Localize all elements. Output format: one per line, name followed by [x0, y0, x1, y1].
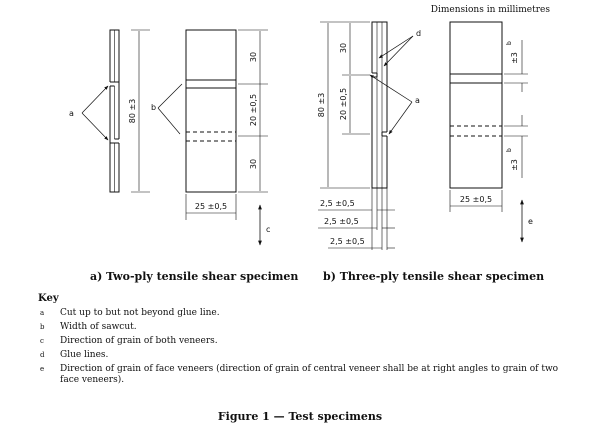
key-letter: c [40, 337, 44, 345]
key-text: Glue lines. [60, 350, 109, 360]
ref-e-label: e [528, 217, 533, 226]
width-a: 25 ±0,5 [195, 202, 227, 211]
ref-c-label: c [266, 225, 270, 234]
key-text: Cut up to but not beyond glue line. [60, 308, 220, 318]
dim-total-a [131, 29, 150, 193]
len-bottom-a: 30 [249, 159, 258, 169]
key-item: c Direction of grain of both veneers. [38, 336, 568, 347]
leader-a [81, 85, 109, 141]
units-note: Dimensions in millimetres [431, 5, 551, 15]
sawcut-bottom-label: ±3 [510, 159, 519, 171]
figure-title: Figure 1 — Test specimens [217, 410, 383, 423]
leader-b [157, 107, 181, 135]
ply1-label: 2,5 ±0,5 [320, 199, 355, 208]
ref-a-label-b: a [415, 96, 420, 105]
sawcut-top-label: ±3 [510, 52, 519, 64]
ref-a-label: a [69, 109, 74, 118]
key-item: b Width of sawcut. [38, 322, 568, 333]
sawcut-top-ref: b [506, 41, 513, 45]
drawing-two-ply [81, 29, 268, 246]
dim-inner-b [342, 23, 370, 135]
side-view-a [106, 29, 120, 193]
width-b: 25 ±0,5 [460, 195, 492, 204]
key-item: d Glue lines. [38, 350, 568, 361]
caption-three-ply: b) Three-ply tensile shear specimen [323, 270, 545, 283]
key-legend: Key a Cut up to but not beyond glue line… [38, 293, 568, 389]
key-letter: e [40, 365, 45, 373]
dim-total-b [320, 21, 370, 189]
side-view-b [370, 21, 389, 189]
drawing-three-ply [318, 21, 528, 250]
ref-b-label-a: b [151, 103, 156, 112]
dim-sawcut-b [504, 40, 528, 178]
dim-ply-b [318, 188, 395, 250]
leader-a-b [369, 74, 413, 135]
key-item: a Cut up to but not beyond glue line. [38, 308, 568, 319]
key-text: Width of sawcut. [60, 322, 137, 332]
len-top-a: 30 [249, 52, 258, 62]
key-title: Key [38, 293, 59, 304]
dim-width-b [449, 190, 503, 212]
figure-drawings: Dimensions in millimetres [69, 5, 551, 250]
ref-d-label: d [416, 29, 421, 38]
sawcut-bottom-ref: b [506, 148, 513, 152]
dim-width-a [185, 194, 237, 220]
len-total-b: 80 ±3 [317, 93, 326, 118]
len-gap-b: 20 ±0,5 [339, 88, 348, 120]
key-item: e Direction of grain of face veneers (di… [38, 364, 568, 386]
dim-right-a [238, 29, 268, 193]
key-text: Direction of grain of both veneers. [60, 336, 218, 346]
len-total-a: 80 ±3 [128, 99, 137, 124]
leader-d [378, 35, 414, 67]
key-letter: d [40, 351, 45, 359]
caption-two-ply: a) Two-ply tensile shear specimen [90, 270, 299, 283]
ply3-label: 2,5 ±0,5 [330, 237, 365, 246]
front-view-a [185, 29, 237, 193]
key-text: Direction of grain of face veneers (dire… [60, 364, 559, 385]
len-gap-a: 20 ±0,5 [249, 94, 258, 126]
ply2-label: 2,5 ±0,5 [324, 217, 359, 226]
key-letter: a [40, 309, 45, 317]
len-top-b: 30 [339, 43, 348, 53]
key-letter: b [40, 323, 45, 331]
front-view-b [449, 21, 503, 189]
